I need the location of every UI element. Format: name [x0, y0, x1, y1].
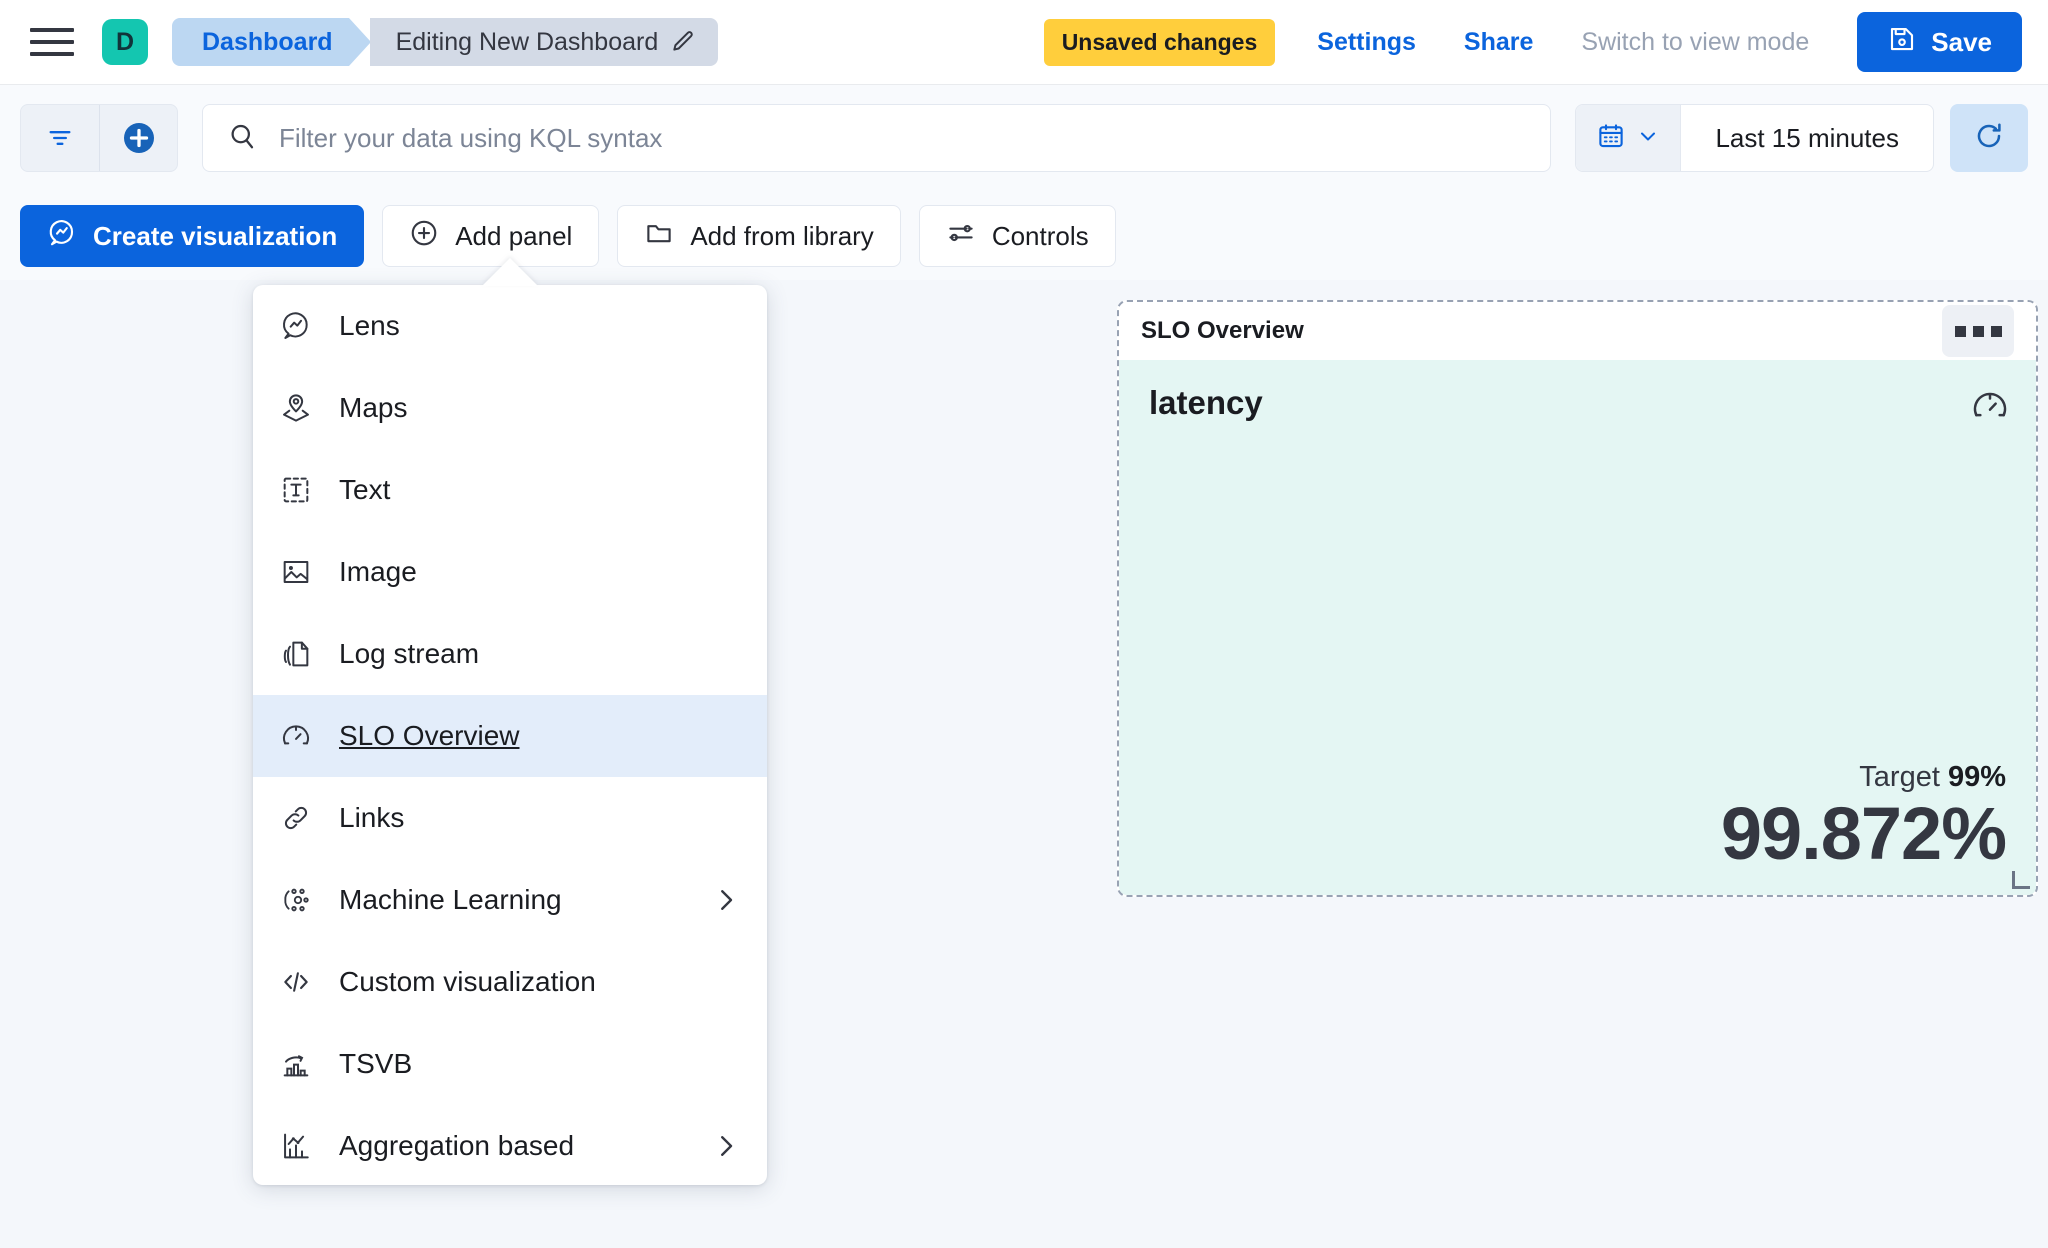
menu-item-links[interactable]: Links: [253, 777, 767, 859]
hamburger-icon[interactable]: [30, 19, 76, 65]
add-panel-menu: Lens Maps Text Image: [253, 285, 767, 1185]
gauge-icon: [1970, 386, 2010, 431]
panel-context-menu-icon[interactable]: [1942, 305, 2014, 357]
menu-item-label: Lens: [339, 310, 400, 341]
chevron-right-icon: [711, 885, 741, 915]
time-range-display[interactable]: Last 15 minutes: [1715, 122, 1899, 153]
code-brackets-icon: [279, 965, 313, 999]
header-actions: Unsaved changes Settings Share Switch to…: [1043, 12, 2048, 72]
time-picker: Last 15 minutes: [1575, 104, 1934, 172]
add-panel-label: Add panel: [455, 220, 573, 251]
menu-item-label: Maps: [339, 392, 408, 423]
panel-body: latency Target 99% 99.872%: [1119, 360, 2036, 895]
machine-learning-icon: [279, 883, 313, 917]
log-stream-icon: [279, 637, 313, 671]
unsaved-changes-badge: Unsaved changes: [1043, 18, 1276, 66]
resize-handle-icon[interactable]: [2012, 871, 2030, 889]
lens-icon: [47, 218, 77, 255]
tsvb-bars-icon: [279, 1047, 313, 1081]
add-panel-button[interactable]: Add panel: [382, 205, 600, 267]
refresh-icon: [1973, 120, 2005, 157]
search-icon: [227, 121, 257, 156]
add-from-library-label: Add from library: [690, 220, 874, 251]
breadcrumb-item-dashboard[interactable]: Dashboard: [172, 18, 371, 66]
slo-name: latency: [1149, 384, 1263, 421]
slo-overview-panel[interactable]: SLO Overview latency Target 99% 99.872%: [1117, 300, 2038, 897]
menu-item-label: Machine Learning: [339, 884, 562, 915]
add-from-library-button[interactable]: Add from library: [617, 205, 901, 267]
menu-item-custom-visualization[interactable]: Custom visualization: [253, 941, 767, 1023]
plus-circle-icon: [409, 218, 439, 255]
menu-item-machine-learning[interactable]: Machine Learning: [253, 859, 767, 941]
chevron-down-icon: [1636, 124, 1660, 153]
menu-item-maps[interactable]: Maps: [253, 367, 767, 449]
breadcrumb-item-current[interactable]: Editing New Dashboard: [347, 18, 719, 66]
add-filter-plus-icon[interactable]: [99, 105, 177, 171]
filter-button-group: [20, 104, 178, 172]
switch-to-view-mode-link[interactable]: Switch to view mode: [1581, 27, 1810, 56]
menu-item-label: SLO Overview: [339, 720, 520, 751]
panel-title: SLO Overview: [1141, 317, 1304, 344]
breadcrumb-current-label: Editing New Dashboard: [395, 27, 659, 56]
controls-sliders-icon: [946, 218, 976, 255]
menu-item-lens[interactable]: Lens: [253, 285, 767, 367]
slo-target-label: Target: [1859, 760, 1940, 793]
maps-pin-icon: [279, 391, 313, 425]
aggregation-chart-icon: [279, 1129, 313, 1163]
menu-item-log-stream[interactable]: Log stream: [253, 613, 767, 695]
create-visualization-label: Create visualization: [93, 220, 338, 251]
menu-item-label: Links: [339, 802, 405, 833]
menu-item-label: Text: [339, 474, 391, 505]
panel-header: SLO Overview: [1119, 302, 2036, 360]
refresh-button[interactable]: [1950, 104, 2028, 172]
slo-target-value: 99%: [1947, 760, 2006, 793]
pencil-icon[interactable]: [670, 29, 696, 55]
menu-item-text[interactable]: Text: [253, 449, 767, 531]
dashboard-toolbar: Create visualization Add panel Add from …: [0, 192, 2048, 280]
query-bar: Filter your data using KQL syntax Last 1…: [0, 84, 2048, 192]
space-avatar-letter: D: [115, 27, 135, 56]
lens-icon: [279, 309, 313, 343]
image-icon: [279, 555, 313, 589]
menu-item-label: Image: [339, 556, 417, 587]
save-button[interactable]: Save: [1857, 12, 2022, 72]
slo-metrics: Target 99% 99.872%: [1720, 761, 2007, 875]
top-header: D Dashboard Editing New Dashboard Unsave…: [0, 0, 2048, 84]
menu-item-image[interactable]: Image: [253, 531, 767, 613]
menu-item-label: Custom visualization: [339, 966, 596, 997]
text-box-icon: [279, 473, 313, 507]
menu-item-slo-overview[interactable]: SLO Overview: [253, 695, 767, 777]
calendar-icon: [1596, 121, 1626, 156]
search-input-placeholder: Filter your data using KQL syntax: [279, 122, 663, 153]
menu-item-label: TSVB: [339, 1048, 413, 1079]
date-quick-select-button[interactable]: [1576, 105, 1682, 171]
folder-icon: [644, 218, 674, 255]
settings-link[interactable]: Settings: [1317, 27, 1416, 56]
menu-item-tsvb[interactable]: TSVB: [253, 1023, 767, 1105]
space-avatar[interactable]: D: [102, 19, 148, 65]
menu-item-label: Aggregation based: [339, 1130, 575, 1161]
slo-target: Target 99%: [1721, 761, 2006, 794]
breadcrumb-dashboard-label: Dashboard: [202, 27, 333, 56]
save-disk-icon: [1887, 24, 1917, 61]
create-visualization-button[interactable]: Create visualization: [20, 205, 365, 267]
search-input[interactable]: Filter your data using KQL syntax: [202, 104, 1552, 172]
controls-label: Controls: [991, 220, 1089, 251]
controls-button[interactable]: Controls: [918, 205, 1116, 267]
menu-item-aggregation-based[interactable]: Aggregation based: [253, 1105, 767, 1185]
filter-icon[interactable]: [21, 105, 99, 171]
breadcrumb: Dashboard Editing New Dashboard: [172, 18, 719, 66]
gauge-icon: [279, 719, 313, 753]
share-link[interactable]: Share: [1463, 27, 1534, 56]
link-chain-icon: [279, 801, 313, 835]
menu-caret: [482, 258, 538, 286]
chevron-right-icon: [711, 1131, 741, 1161]
menu-item-label: Log stream: [339, 638, 480, 669]
save-button-label: Save: [1931, 26, 1992, 57]
slo-sli-value: 99.872%: [1720, 791, 2007, 875]
